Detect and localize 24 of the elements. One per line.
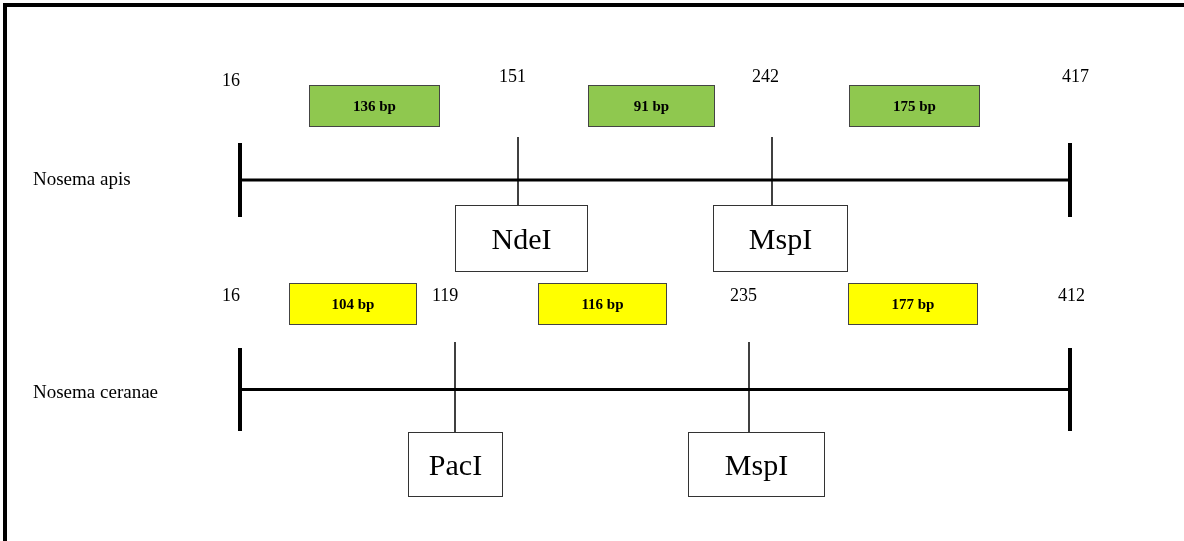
- cut-site-line: [771, 136, 773, 206]
- fragment-size-box: 175 bp: [849, 85, 980, 127]
- position-number: 16: [222, 285, 240, 306]
- position-number: 16: [222, 70, 240, 91]
- position-number: 242: [752, 66, 779, 87]
- enzyme-box: PacI: [408, 432, 503, 497]
- position-number: 119: [432, 285, 459, 306]
- fragment-size-box: 116 bp: [538, 283, 667, 325]
- fragment-size-box: 104 bp: [289, 283, 417, 325]
- species-label: Nosema ceranae: [33, 381, 158, 403]
- position-number: 235: [730, 285, 757, 306]
- cut-site-line: [748, 341, 750, 433]
- cut-site-line: [454, 341, 456, 433]
- species-label: Nosema apis: [33, 168, 131, 190]
- enzyme-box: MspI: [688, 432, 825, 497]
- cut-site-line: [517, 136, 519, 206]
- fragment-size-box: 177 bp: [848, 283, 978, 325]
- position-number: 417: [1062, 66, 1089, 87]
- enzyme-box: NdeI: [455, 205, 588, 272]
- fragment-size-box: 91 bp: [588, 85, 715, 127]
- enzyme-box: MspI: [713, 205, 848, 272]
- position-number: 151: [499, 66, 526, 87]
- position-number: 412: [1058, 285, 1085, 306]
- fragment-size-box: 136 bp: [309, 85, 440, 127]
